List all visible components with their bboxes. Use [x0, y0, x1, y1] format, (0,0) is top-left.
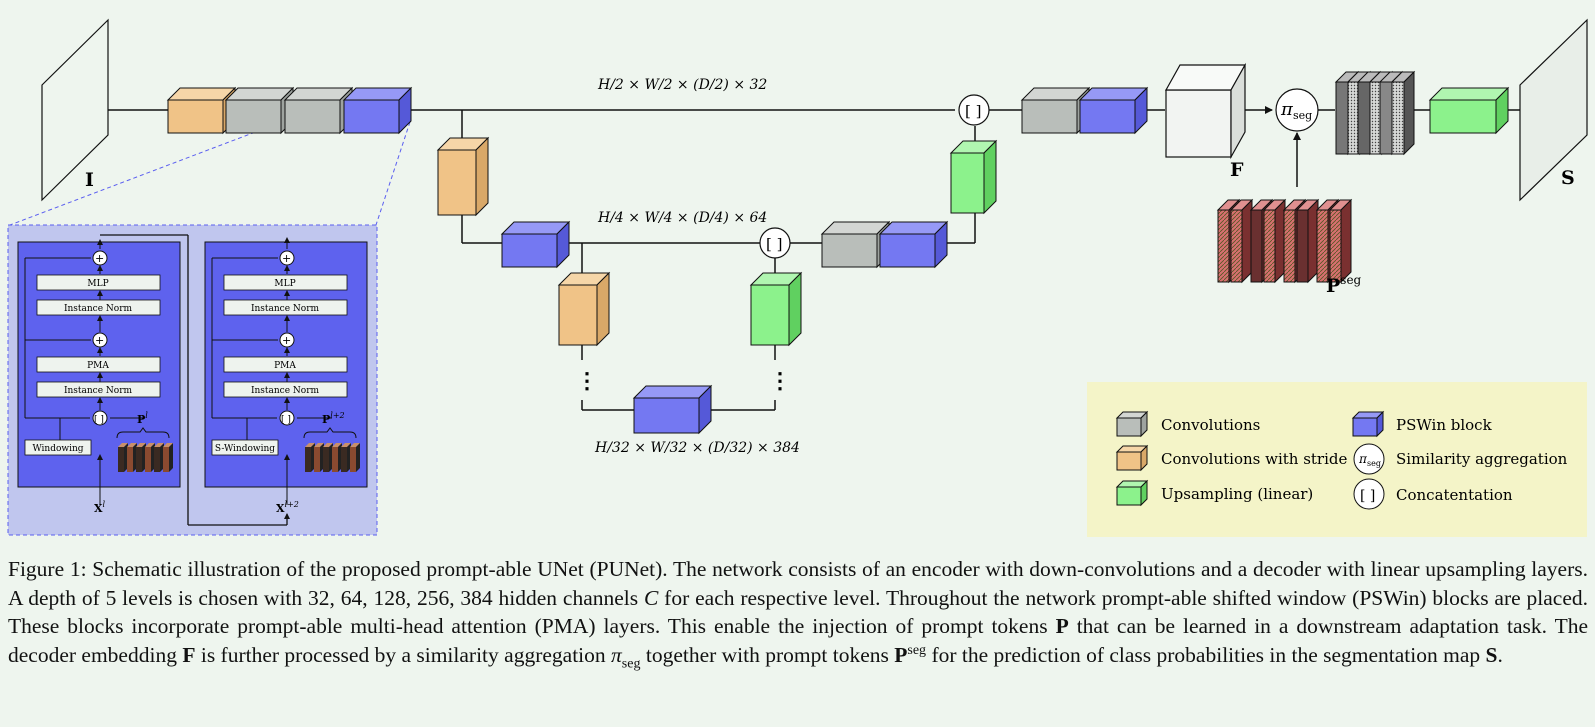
cuboid-conv-decoder	[1020, 86, 1091, 135]
legend-similarity-label: Similarity aggregation	[1396, 450, 1568, 468]
pswin-block-right: + MLP Instance Norm + PMA Instance Norm …	[204, 237, 368, 515]
cuboid-pswin-decoder	[1078, 86, 1149, 135]
pseg-label: Pseg	[1326, 273, 1362, 297]
svg-text:[ ]: [ ]	[94, 415, 104, 425]
mlp-label-left: MLP	[87, 279, 108, 289]
svg-text:[ ]: [ ]	[281, 415, 291, 425]
network-diagram: I S H/2 × W/2 × (D/2) × 32 H/4 × W/4 × (…	[7, 18, 1588, 537]
pma-right: PMA	[274, 361, 296, 371]
output-label: S	[1561, 167, 1575, 189]
svg-text:+: +	[95, 252, 104, 265]
norm-top-right: Instance Norm	[251, 304, 320, 314]
pswin-inset: + MLP Instance Norm + PMA Instance Norm …	[7, 224, 378, 536]
cuboid-upsample-2	[949, 139, 998, 215]
legend-conv-stride-label: Convolutions with stride	[1161, 450, 1348, 468]
svg-text:Pl: Pl	[137, 411, 148, 426]
svg-text:π: π	[1280, 99, 1294, 120]
cuboid-conv-level2	[820, 220, 891, 269]
svg-text:Xl+2: Xl+2	[276, 500, 299, 515]
cuboid-pswin-level2	[878, 220, 949, 269]
legend-pswin-label: PSWin block	[1396, 416, 1493, 434]
cuboid-conv-stride-3	[557, 271, 611, 347]
cuboid-conv-2	[283, 86, 354, 135]
connection-lines	[9, 99, 1520, 411]
svg-text:+: +	[282, 252, 291, 265]
input-image-plane	[41, 18, 109, 202]
cuboid-conv-stride-2	[436, 136, 490, 217]
norm-top-left: Instance Norm	[64, 304, 133, 314]
concat-node-1: [ ]	[958, 94, 990, 126]
prompt-tokens-right	[305, 443, 360, 472]
pswin-block-left: + MLP Instance Norm + PMA Instance Norm …	[17, 239, 181, 515]
svg-text:+: +	[282, 334, 291, 347]
cuboid-pswin-bottleneck	[632, 384, 713, 435]
dims-level5: H/32 × W/32 × (D/32) × 384	[594, 440, 800, 456]
similarity-aggregation-node: π seg	[1275, 88, 1319, 132]
legend-item-pswin	[1351, 410, 1385, 438]
svg-text:[ ]: [ ]	[1360, 488, 1375, 504]
legend-item-conv-stride	[1115, 444, 1149, 472]
pma-left: PMA	[87, 361, 109, 371]
svg-text:[ ]: [ ]	[766, 235, 782, 253]
legend-concat-label: Concatentation	[1396, 486, 1513, 504]
cuboid-upsample-final	[1428, 86, 1510, 135]
dims-level1: H/2 × W/2 × (D/2) × 32	[597, 77, 767, 93]
legend-conv-label: Convolutions	[1161, 416, 1260, 434]
svg-text:+: +	[95, 334, 104, 347]
dots-left: ⋮	[576, 368, 598, 394]
svg-text:seg: seg	[1293, 109, 1312, 122]
prompt-tokens-left	[118, 443, 173, 472]
legend-item-similarity: π seg	[1353, 443, 1385, 475]
legend-item-concat: [ ]	[1353, 478, 1385, 510]
cuboid-pswin-1	[342, 86, 413, 135]
cuboid-pswin-2	[500, 220, 571, 269]
figure-caption: Figure 1: Schematic illustration of the …	[8, 557, 1588, 671]
svg-text:seg: seg	[1367, 459, 1381, 468]
feature-label: F	[1230, 159, 1244, 181]
prompt-tokens-pseg	[1216, 198, 1353, 284]
concat-node-2: [ ]	[759, 227, 791, 259]
legend-item-upsample	[1115, 479, 1149, 507]
windowing-right: S-Windowing	[215, 444, 275, 454]
similarity-output-stack	[1334, 70, 1416, 156]
windowing-left: Windowing	[32, 444, 83, 454]
cuboid-upsample-3	[749, 271, 803, 347]
norm-bottom-right: Instance Norm	[251, 386, 320, 396]
output-segmentation-plane	[1519, 18, 1588, 202]
svg-text:Pl+2: Pl+2	[322, 411, 345, 426]
legend-item-conv	[1115, 410, 1149, 438]
legend-upsample-label: Upsampling (linear)	[1161, 485, 1313, 503]
dots-right: ⋮	[769, 368, 791, 394]
legend: Convolutions Convolutions with stride Up…	[1087, 382, 1587, 537]
svg-text:Xl: Xl	[94, 500, 106, 515]
svg-text:π: π	[1358, 452, 1368, 466]
dims-level2: H/4 × W/4 × (D/4) × 64	[597, 210, 767, 226]
cuboid-conv-stride-1	[166, 86, 237, 135]
input-label: I	[85, 169, 94, 191]
mlp-label-right: MLP	[274, 279, 295, 289]
svg-text:[ ]: [ ]	[965, 102, 981, 120]
feature-cube-f	[1164, 62, 1247, 160]
cuboid-conv-1	[224, 86, 295, 135]
norm-bottom-left: Instance Norm	[64, 386, 133, 396]
